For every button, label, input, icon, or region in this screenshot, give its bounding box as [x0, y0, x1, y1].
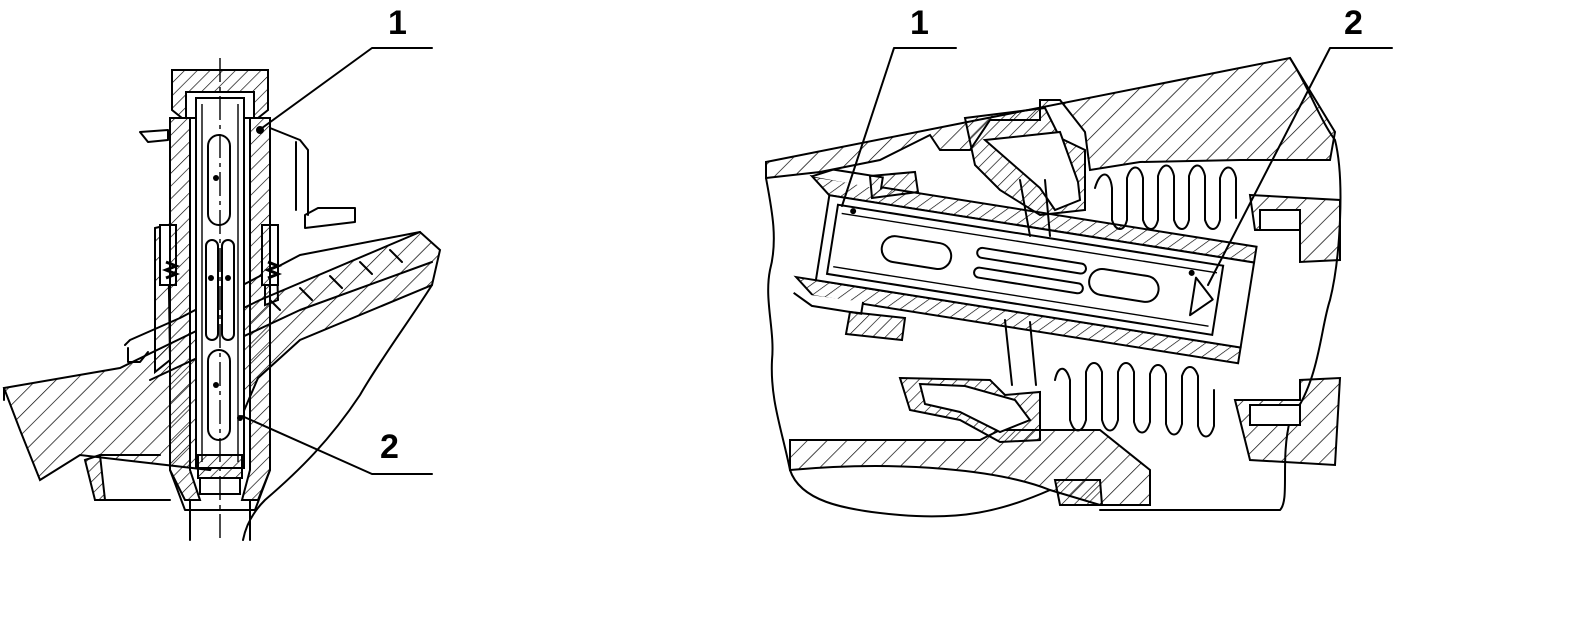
right-callout-1: 1 [910, 4, 929, 42]
right-bottom-block [1053, 479, 1104, 506]
left-lower-bracket [83, 453, 107, 501]
left-top-bracket [139, 127, 309, 216]
left-slot-lower [207, 349, 231, 441]
left-slot-middle-a [205, 239, 219, 341]
right-slot-mid-b [973, 266, 1084, 295]
right-slot-right [1088, 267, 1160, 303]
left-base-plug [197, 454, 243, 479]
right-cartridge-line-top [841, 212, 1218, 274]
right-slot-mid-a [976, 246, 1087, 275]
right-lower-bellows [1054, 362, 1215, 438]
right-boss-lower-bore [1249, 404, 1301, 426]
left-stepped-shoulder [127, 207, 356, 363]
left-figure: 1 2 [2, 4, 442, 541]
right-dot-1 [850, 208, 857, 215]
right-center-web [1004, 179, 1051, 386]
left-leader-1 [261, 47, 433, 129]
right-boss-upper-bore [1259, 209, 1301, 231]
left-dot-1 [213, 175, 219, 181]
right-callout-2: 2 [1344, 4, 1363, 42]
right-leader-1 [841, 47, 957, 207]
right-figure: 1 2 [765, 4, 1393, 518]
right-dot-2 [1188, 269, 1195, 276]
left-slot-middle-b [221, 239, 235, 341]
left-dot-3 [225, 275, 231, 281]
right-upper-nut [982, 130, 1082, 212]
left-lower-edge [3, 387, 171, 501]
right-leader-2 [1207, 47, 1393, 286]
left-callout-1: 1 [388, 4, 407, 42]
right-shaft [793, 168, 1258, 365]
right-top-housing [765, 56, 1337, 180]
right-shaft-tip [1189, 276, 1214, 317]
right-collar-left [868, 170, 920, 200]
right-cartridge-line-bottom [833, 266, 1209, 327]
left-leader-2 [241, 415, 433, 475]
right-upper-bellows [1094, 164, 1237, 230]
left-dot-4 [213, 382, 219, 388]
left-callout-2: 2 [380, 428, 399, 466]
left-tube-outline [169, 117, 271, 541]
right-slot-left [880, 235, 953, 271]
right-collar-left-lower [844, 310, 907, 342]
right-lower-nut [918, 382, 1032, 434]
left-dot-2 [208, 275, 214, 281]
left-slot-upper [207, 134, 231, 226]
left-lower-outline [242, 284, 433, 541]
